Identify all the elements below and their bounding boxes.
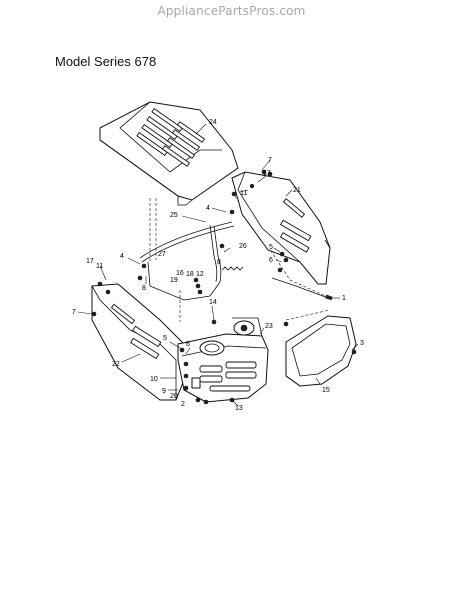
callout-13: 13 [235, 405, 243, 412]
leader-lines [77, 123, 359, 407]
callout-17-top: 17 [263, 170, 271, 177]
callout-4-top: 4 [206, 205, 210, 212]
callout-15: 15 [322, 387, 330, 394]
callout-26: 26 [239, 243, 247, 250]
callout-11-top: 11 [240, 190, 247, 197]
callout-3: 3 [360, 340, 364, 347]
front-grille [177, 317, 269, 403]
callout-22: 22 [112, 361, 120, 368]
spring [221, 266, 244, 271]
left-side-panel [91, 283, 189, 401]
callout-2: 2 [181, 401, 185, 408]
callout-12: 12 [196, 271, 204, 278]
callout-9: 9 [162, 388, 166, 395]
hood-top-panel [99, 101, 239, 206]
callout-5-right: 5 [269, 244, 273, 251]
callout-6-right: 6 [269, 257, 273, 264]
callout-17-left: 17 [86, 258, 94, 265]
alignment-lines [149, 195, 331, 322]
callout-19: 19 [170, 277, 178, 284]
callout-labels: 24 7 17 11 21 25 4 4 27 8 26 8 5 6 16 18… [72, 119, 364, 412]
callout-14: 14 [209, 299, 217, 306]
callout-27: 27 [158, 251, 166, 258]
callout-11-left: 11 [96, 263, 103, 270]
fasteners [91, 169, 357, 405]
callout-4-left: 4 [120, 253, 124, 260]
callout-8-left: 8 [142, 285, 146, 292]
front-bumper [285, 315, 357, 387]
right-side-panel [231, 171, 331, 285]
callout-7-top: 7 [268, 157, 272, 164]
callout-6-left: 6 [186, 341, 190, 348]
callout-5-left: 5 [163, 335, 167, 342]
cable [271, 277, 333, 321]
callout-21: 21 [293, 187, 301, 194]
callout-18: 18 [186, 271, 194, 278]
callout-23: 23 [265, 323, 273, 330]
callout-10: 10 [150, 376, 158, 383]
callout-7-left: 7 [72, 309, 76, 316]
callout-16: 16 [176, 270, 184, 277]
callout-8-mid: 8 [217, 259, 221, 266]
callout-1: 1 [342, 295, 346, 302]
support-rod [139, 221, 235, 301]
callout-25: 25 [170, 212, 178, 219]
page-title: Model Series 678 [55, 54, 157, 69]
callout-24: 24 [209, 119, 217, 126]
watermark-text: AppliancePartsPros.com [157, 4, 306, 18]
callout-20: 20 [170, 393, 178, 400]
